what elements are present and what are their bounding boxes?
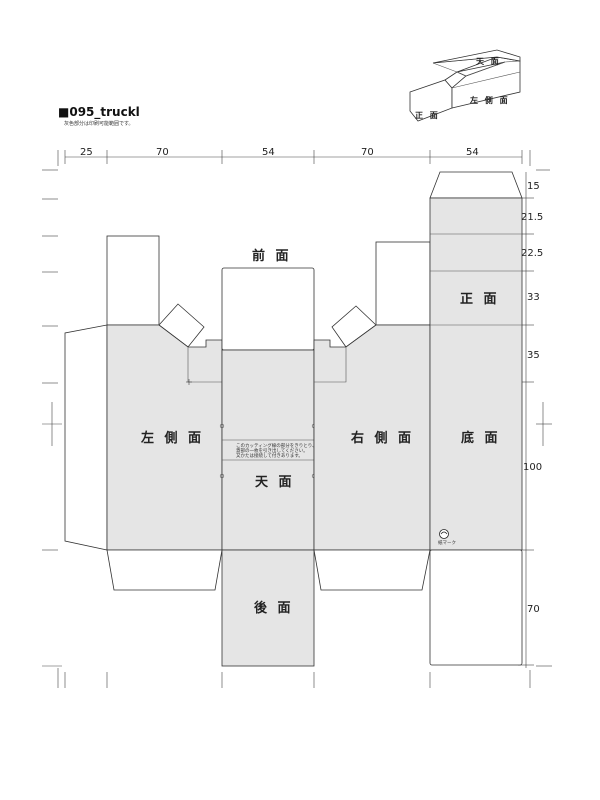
face-label-front-top: 前 面 <box>252 248 292 264</box>
back-panel <box>221 549 315 667</box>
dim-right-4: 33 <box>527 292 540 303</box>
isometric-preview: 天 面 左 側 面 正 面 <box>409 49 521 122</box>
face-label-bottom: 底 面 <box>461 430 501 446</box>
top-panel <box>221 349 315 551</box>
dim-top-3: 54 <box>262 147 275 158</box>
face-label-front: 正 面 <box>460 292 500 307</box>
recycle-mark-icon: 紙マーク <box>438 529 456 546</box>
crop-marks <box>42 150 552 688</box>
dim-right-7: 70 <box>527 604 540 615</box>
notice-line-1: このカッティング線の部分をきりとり、 <box>236 442 317 449</box>
dim-right-2: 21.5 <box>521 212 543 223</box>
right-side-assembly <box>313 241 431 591</box>
dim-top-5: 54 <box>466 147 479 158</box>
iso-front-label: 正 面 <box>415 111 440 120</box>
face-label-top: 天 面 <box>255 475 295 490</box>
right-top-tab <box>375 241 431 326</box>
iso-side-label: 左 側 面 <box>469 95 510 105</box>
dim-right-5: 35 <box>527 350 540 361</box>
face-label-left-side: 左 側 面 <box>141 430 204 446</box>
left-top-tab <box>106 235 160 326</box>
right-bottom-flap <box>313 549 431 591</box>
bottom-tuck-flap <box>429 549 523 666</box>
top-tuck-flap <box>429 171 523 199</box>
face-label-back: 後 面 <box>254 600 294 616</box>
template-title: ■095_truckl <box>58 105 140 120</box>
dim-right-6: 100 <box>523 462 542 473</box>
left-bottom-flap <box>106 549 223 591</box>
front-strip-panel <box>429 197 523 551</box>
dim-top-4: 70 <box>361 147 374 158</box>
top-dimension-line: 25 70 54 70 54 <box>64 147 523 164</box>
recycle-mark-label: 紙マーク <box>438 539 456 546</box>
right-dimension-line: 15 21.5 22.5 33 35 100 70 <box>518 172 543 668</box>
dim-right-1: 15 <box>527 181 540 192</box>
notice-line-2: 蓋部の一枚を引き出してください。 <box>236 447 308 454</box>
dim-right-3: 22.5 <box>521 248 543 259</box>
left-glue-flap <box>64 324 108 551</box>
notice-line-3: 又かたは接続して付きあります。 <box>236 452 303 459</box>
face-label-right-side: 右 側 面 <box>350 430 414 446</box>
iso-top-label: 天 面 <box>476 57 501 66</box>
left-side-assembly <box>64 235 223 591</box>
front-top-panel <box>221 267 315 351</box>
dim-top-2: 70 <box>156 147 169 158</box>
front-bottom-column <box>429 171 523 666</box>
center-column <box>186 267 348 667</box>
template-subtitle: 灰色部分は印刷可能範囲です。 <box>64 120 134 127</box>
dim-top-1: 25 <box>80 147 93 158</box>
